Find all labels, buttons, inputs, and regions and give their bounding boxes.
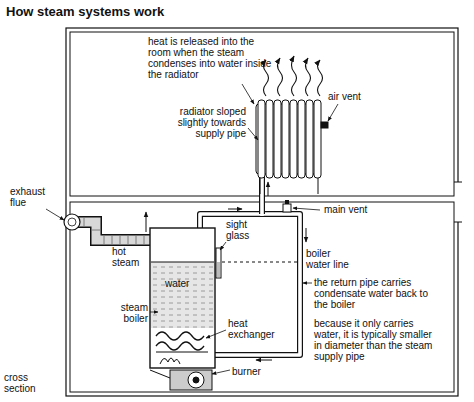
building xyxy=(66,28,462,396)
water-line xyxy=(222,262,298,263)
callout-text: the return pipe carries condensate water… xyxy=(314,277,436,310)
part-label: hot steam xyxy=(112,246,146,268)
exhaust-flue xyxy=(64,214,152,244)
part-label: water xyxy=(165,278,205,289)
steam-boiler xyxy=(150,228,215,368)
part-label: main vent xyxy=(324,204,384,215)
heat-waves xyxy=(264,56,323,96)
radiator xyxy=(256,100,328,194)
title: How steam systems work xyxy=(6,4,164,19)
main-vent xyxy=(283,200,291,212)
callout-text: heat is released into the room when the … xyxy=(148,36,274,80)
part-label: boiler water line xyxy=(306,248,350,270)
part-label: air vent xyxy=(328,91,372,102)
part-label: heat exchanger xyxy=(228,318,278,340)
part-label: sight glass xyxy=(226,219,260,241)
sight-glass xyxy=(216,248,221,278)
part-label: steam boiler xyxy=(104,302,148,324)
corner-label: cross section xyxy=(4,372,48,394)
burner-blower xyxy=(150,370,212,390)
part-label: exhaust flue xyxy=(10,186,50,208)
part-label: burner xyxy=(232,366,282,377)
note-text: because it only carries water, it is typ… xyxy=(314,318,440,362)
callout-text: radiator sloped slightly towards supply … xyxy=(150,106,246,139)
leader-lines xyxy=(46,84,338,374)
